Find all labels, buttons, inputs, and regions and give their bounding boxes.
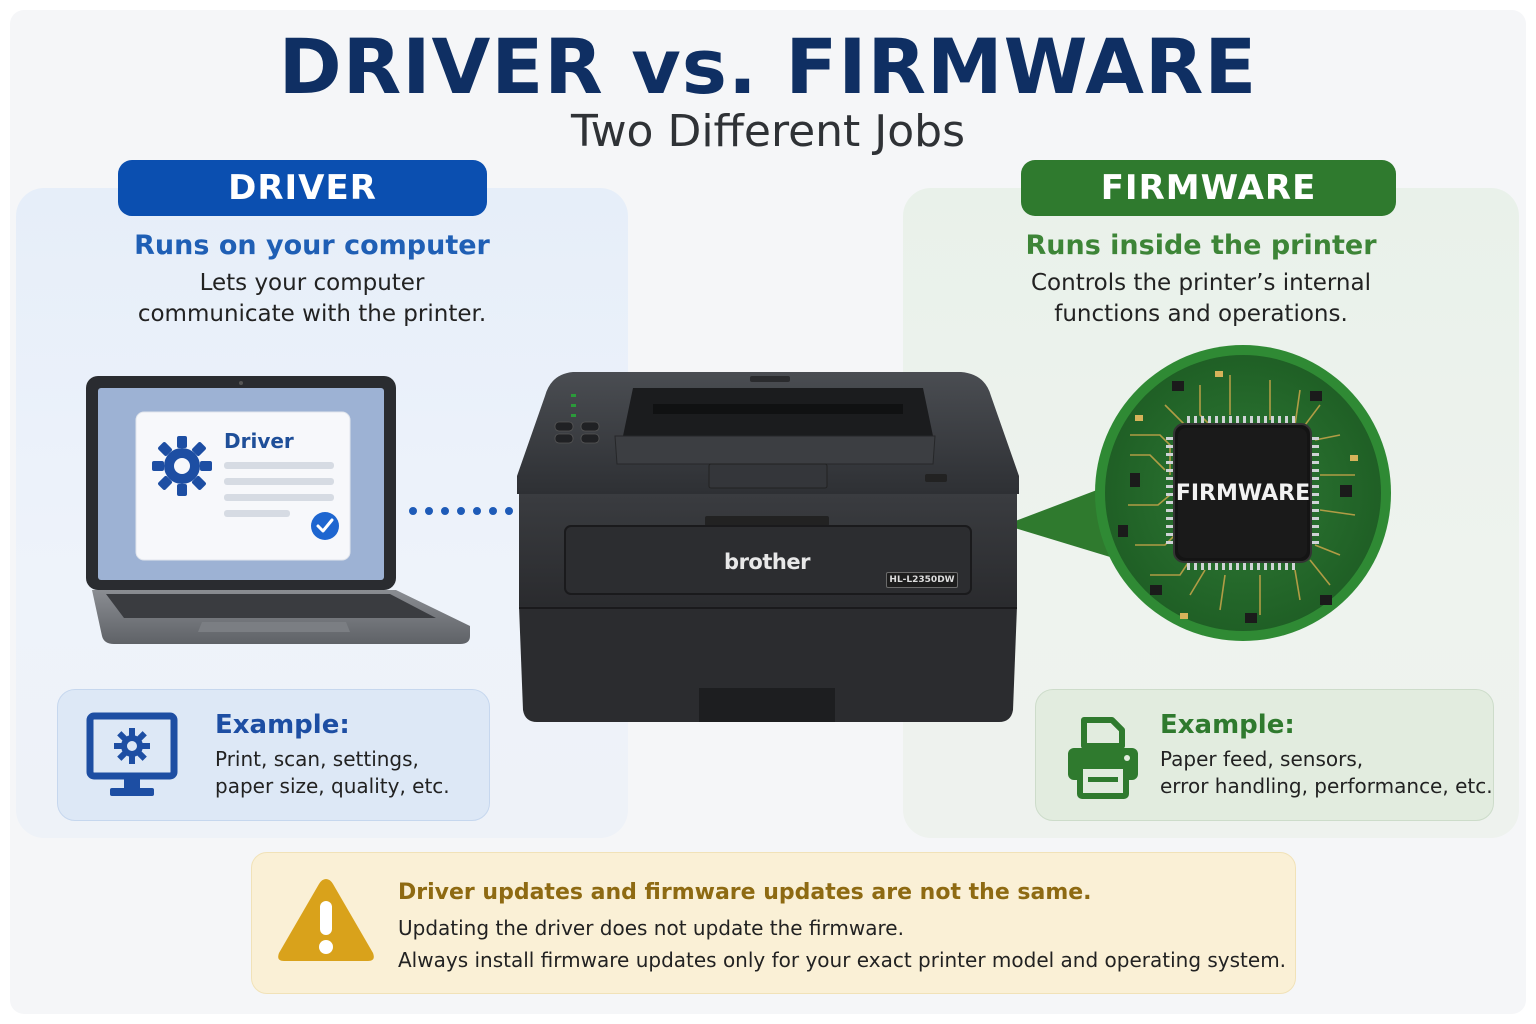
driver-example-line1: Print, scan, settings,	[215, 747, 419, 771]
firmware-example-line2: error handling, performance, etc.	[1160, 774, 1493, 798]
dotted-connector	[409, 507, 513, 515]
warning-callout: Driver updates and firmware updates are …	[251, 852, 1296, 994]
laptop-driver-label: Driver	[224, 429, 294, 453]
warning-icon	[278, 879, 374, 961]
gear-icon	[152, 436, 212, 496]
monitor-settings-icon	[86, 712, 178, 796]
checkmark-icon	[311, 512, 339, 540]
printer-icon	[1068, 717, 1138, 799]
firmware-example-line1: Paper feed, sensors,	[1160, 747, 1364, 771]
driver-desc-line2: communicate with the printer.	[137, 301, 487, 327]
driver-badge: DRIVER	[118, 160, 487, 216]
driver-desc-line1: Lets your computer	[199, 270, 425, 296]
page-subtitle: Two Different Jobs	[570, 106, 966, 157]
printer-illustration	[517, 372, 1019, 722]
printer-model-badge: HL-L2350DW	[886, 572, 958, 588]
driver-heading: Runs on your computer	[134, 230, 490, 261]
firmware-example-text: Paper feed, sensors, error handling, per…	[1160, 746, 1493, 800]
page-title: DRIVER vs. FIRMWARE	[278, 22, 1258, 111]
firmware-description: Controls the printer’s internal function…	[903, 268, 1499, 330]
warning-line2: Always install firmware updates only for…	[398, 948, 1287, 972]
firmware-chip-graphic	[1005, 345, 1391, 641]
warning-title: Driver updates and firmware updates are …	[398, 880, 1092, 905]
firmware-badge: FIRMWARE	[1021, 160, 1396, 216]
printer-brand-logo: brother	[724, 550, 810, 574]
firmware-example-box: Example: Paper feed, sensors, error hand…	[1035, 689, 1494, 821]
firmware-heading: Runs inside the printer	[1025, 230, 1377, 261]
firmware-desc-line1: Controls the printer’s internal	[1031, 270, 1371, 296]
firmware-desc-line2: functions and operations.	[1054, 301, 1348, 327]
driver-example-text: Print, scan, settings, paper size, quali…	[215, 746, 450, 800]
driver-example-title: Example:	[215, 710, 350, 740]
driver-description: Lets your computer communicate with the …	[16, 268, 608, 330]
firmware-example-title: Example:	[1160, 710, 1295, 740]
driver-example-line2: paper size, quality, etc.	[215, 774, 450, 798]
firmware-chip-label: FIRMWARE	[1175, 481, 1311, 506]
warning-line1: Updating the driver does not update the …	[398, 916, 904, 940]
laptop-illustration	[86, 376, 470, 644]
driver-example-box: Example: Print, scan, settings, paper si…	[57, 689, 490, 821]
